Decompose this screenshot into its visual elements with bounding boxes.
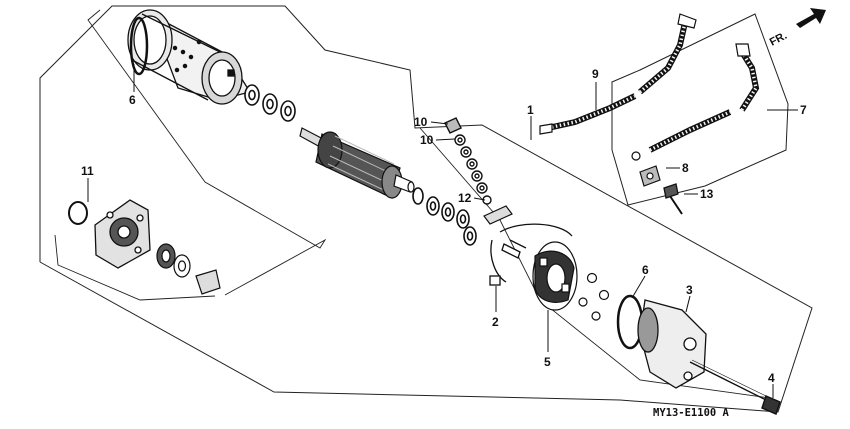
callout-2: 2 — [492, 315, 499, 329]
callout-7: 7 — [800, 103, 807, 117]
callout-9: 9 — [592, 67, 599, 81]
through-bolt — [689, 359, 781, 415]
brush-holder-ring — [489, 223, 573, 286]
callout-8: 8 — [682, 161, 689, 175]
cable-group-box — [611, 13, 789, 206]
armature-washers — [412, 187, 477, 246]
callout-13: 13 — [700, 187, 714, 201]
yoke-housing — [127, 9, 252, 105]
terminal-washer-stack — [444, 117, 492, 205]
ground-cable — [631, 43, 760, 161]
callout-10-upper: 10 — [414, 115, 428, 129]
terminal-bolt — [663, 183, 683, 215]
callout-4: 4 — [768, 371, 775, 385]
callout-6-right: 6 — [642, 263, 649, 277]
drawing-code: MY13-E1100 A — [653, 407, 730, 419]
brush-plate — [532, 241, 610, 321]
yoke-o-ring — [129, 16, 149, 76]
callout-1: 1 — [527, 103, 534, 117]
callout-12: 12 — [458, 191, 472, 205]
armature — [299, 127, 415, 199]
callout-5: 5 — [544, 355, 551, 369]
callout-6-left: 6 — [129, 93, 136, 107]
assembly-boundary-line — [39, 5, 813, 413]
rear-cover-o-ring — [68, 201, 88, 225]
leader-lines — [87, 64, 798, 398]
armature-guide-line — [87, 9, 327, 296]
rear-cover — [94, 199, 151, 269]
front-cover — [616, 294, 707, 389]
callout-10-lower: 10 — [420, 133, 434, 147]
callout-3: 3 — [686, 283, 693, 297]
starter-cable — [539, 13, 697, 135]
cable-end-cap — [639, 165, 661, 187]
rear-cover-guide-line — [54, 234, 216, 301]
front-direction-arrow-icon — [796, 8, 826, 28]
needle-bearing — [156, 243, 191, 278]
thrust-washers-upper — [244, 84, 296, 122]
direction-label: FR. — [768, 30, 789, 49]
terminal-insulator — [483, 205, 513, 225]
lock-plate — [195, 269, 221, 295]
callout-11: 11 — [81, 164, 94, 178]
